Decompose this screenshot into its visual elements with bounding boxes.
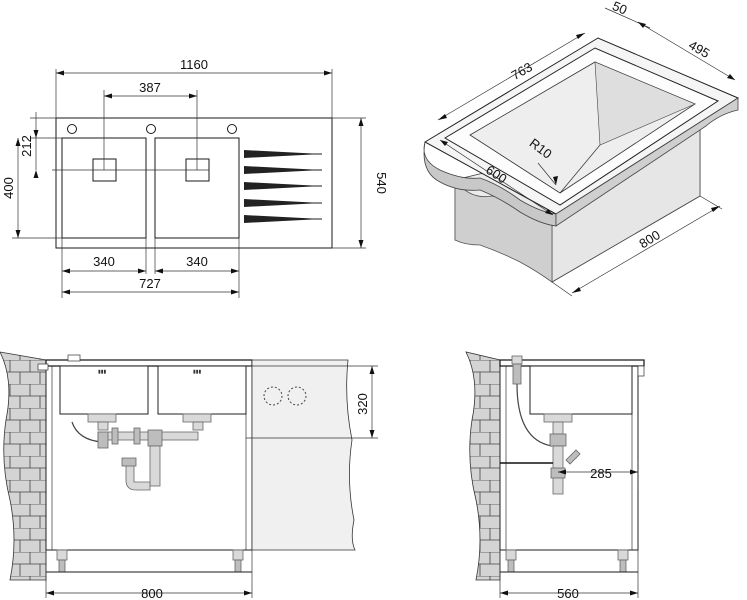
dim-387: 387 [139,80,161,95]
svg-text:▮▮▮: ▮▮▮ [193,369,202,375]
side-view: 285 560 [465,351,645,600]
brick-wall-left [0,351,47,581]
hole-1 [263,386,283,406]
front-left-bowl [59,365,149,415]
hole-2 [287,386,307,406]
tap-hole-1 [67,124,77,134]
dim-line-763 [437,32,586,121]
dim-727: 727 [139,276,161,291]
front-legs [56,549,244,573]
dim-line-495 [637,21,736,81]
dim-400: 400 [1,177,16,199]
tap-hole-2 [146,124,156,134]
dim-1160: 1160 [180,57,208,72]
dim-285: 285 [590,466,612,481]
side-plumbing [500,355,581,495]
brick-wall-right [465,351,501,581]
front-plumbing [71,413,212,491]
top-view: 1160 387 212 400 540 340 340 [1,57,389,298]
dim-340-right: 340 [186,254,208,269]
isometric-view: 50 495 763 600 R10 800 [423,0,740,297]
dim-495: 495 [686,37,712,61]
dim-line-600 [439,139,554,216]
dim-340-left: 340 [93,254,115,269]
dim-540: 540 [374,172,389,194]
side-bowl [529,365,633,415]
dim-560: 560 [557,586,579,600]
dim-320: 320 [355,393,370,415]
dim-50: 50 [610,0,629,18]
tap-hole-3 [227,124,237,134]
front-view: ▮▮▮ ▮▮▮ [0,351,378,600]
svg-text:▮▮▮: ▮▮▮ [98,369,107,375]
dim-800-front: 800 [141,586,163,600]
sink-outline [55,117,333,249]
dim-line-r10 [537,162,557,186]
drainboard-grooves [244,150,322,223]
cabinet-front-wavy [454,178,553,283]
dim-212: 212 [19,135,34,157]
dim-line-800-iso [571,205,721,294]
front-right-bowl [157,365,247,415]
side-panel [251,359,356,551]
